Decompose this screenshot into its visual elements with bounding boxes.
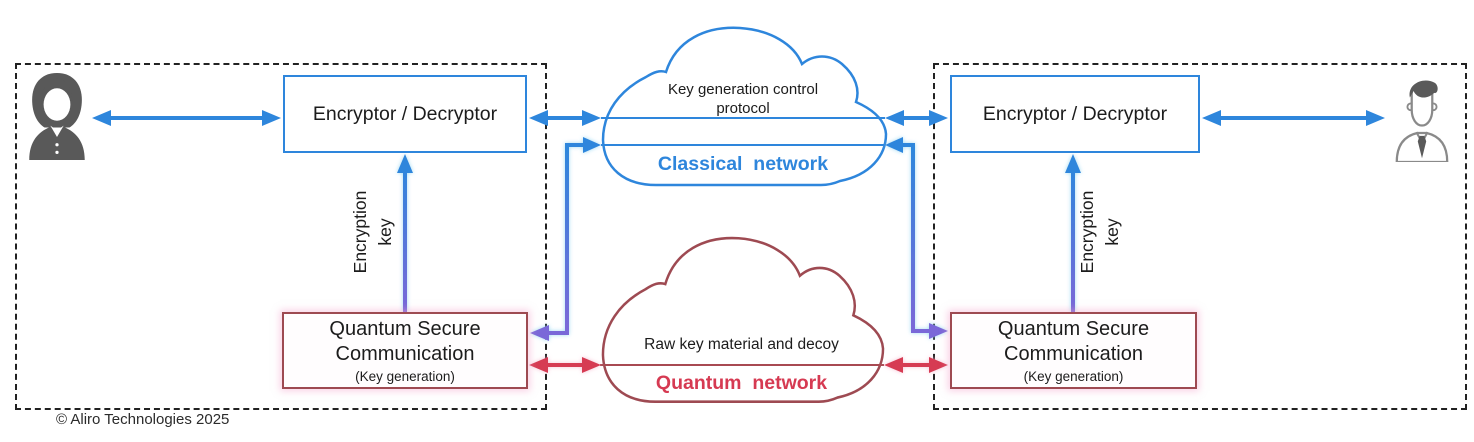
encryption-key-label-b-line1: Encryption	[1077, 190, 1097, 274]
encryption-key-label-a-line2: key	[375, 218, 395, 246]
encryption-key-label-a-line1: Encryption	[350, 190, 370, 274]
classical-protocol-line2: protocol	[716, 100, 770, 117]
woman-user-icon	[29, 72, 85, 160]
classical-protocol-line1: Key generation control	[667, 81, 819, 98]
classical-network-label: Classical network	[657, 153, 829, 175]
encryption-key-label-b-line2: key	[1102, 218, 1122, 246]
encryption-key-label-b: Encryption key	[1075, 191, 1125, 274]
site-b-boundary	[933, 63, 1467, 410]
site-a-boundary	[15, 63, 547, 410]
qsc-b-line3: (Key generation)	[1023, 368, 1124, 384]
encryptor-label-b: Encryptor / Decryptor	[982, 102, 1168, 125]
copyright-text: © Aliro Technologies 2025	[56, 411, 230, 428]
encryptor-label-a: Encryptor / Decryptor	[312, 102, 498, 125]
qsc-b-line2: Communication	[1004, 342, 1143, 365]
encryptor-box-a: Encryptor / Decryptor	[283, 75, 527, 153]
qsc-box-b: Quantum Secure Communication (Key genera…	[950, 312, 1197, 389]
qsc-a-line1: Quantum Secure	[329, 317, 481, 340]
quantum-network-cloud	[601, 236, 885, 404]
man-user-icon	[1395, 80, 1449, 162]
qsc-box-a: Quantum Secure Communication (Key genera…	[282, 312, 528, 389]
qsc-a-line3: (Key generation)	[355, 368, 455, 384]
quantum-network-label: Quantum network	[655, 372, 828, 394]
qsc-a-line2: Communication	[335, 342, 475, 365]
qsc-b-line1: Quantum Secure	[997, 317, 1150, 340]
encryption-key-label-a: Encryption key	[348, 191, 398, 274]
classical-protocol-text: Key generation control protocol	[598, 80, 888, 118]
encryptor-box-b: Encryptor / Decryptor	[950, 75, 1200, 153]
quantum-channel-text: Raw key material and decoy	[644, 336, 839, 353]
